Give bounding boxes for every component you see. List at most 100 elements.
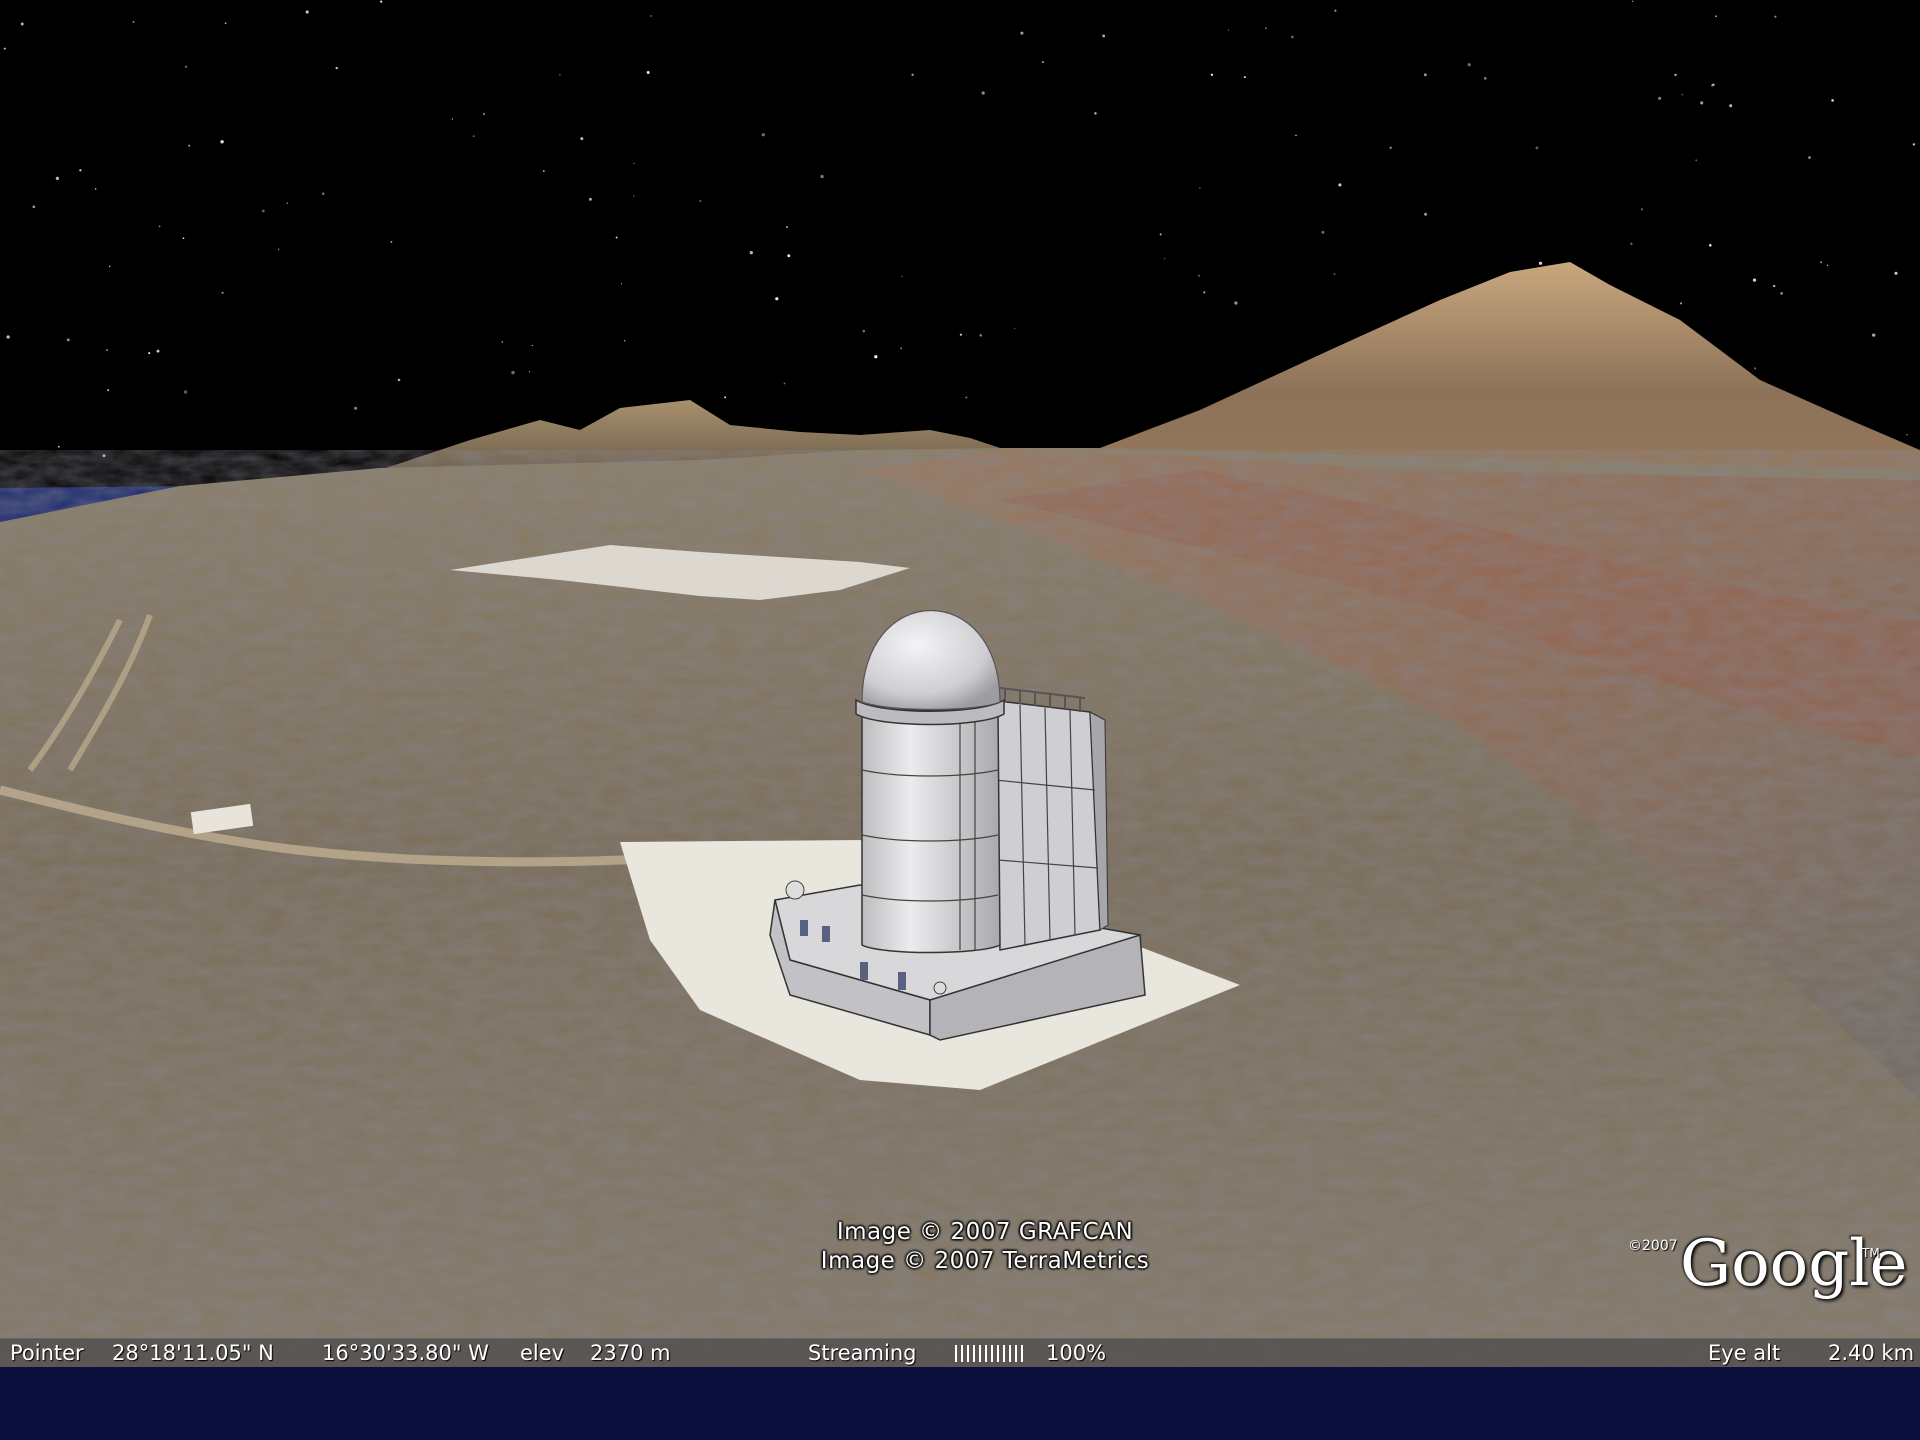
star [1709,244,1712,247]
base-window [822,926,830,942]
star [1483,77,1487,80]
star [220,140,224,144]
star [501,341,503,343]
road-switchback [27,613,153,772]
earth-3d-viewport[interactable]: Image © 2007 GRAFCAN Image © 2007 TerraM… [0,0,1920,1367]
star [1681,94,1684,96]
star [95,188,97,190]
antenna-dish [933,981,947,995]
star [55,176,60,181]
star [1389,146,1392,149]
star [646,71,650,74]
star [1826,264,1829,267]
observatory-cylinder [861,709,1001,954]
star [482,113,485,115]
star [900,347,903,350]
star [182,237,185,240]
star [397,378,401,382]
tower-railing [999,687,1086,712]
star [1338,183,1342,187]
star [1295,134,1297,137]
star [862,329,866,333]
star [633,162,635,165]
star [580,137,584,141]
star [1831,99,1834,102]
star [1773,284,1776,288]
star [1321,230,1325,234]
star [1291,35,1294,39]
pointer-longitude: 16°30'33.80" W [322,1341,489,1365]
tower-lines [994,704,1099,946]
small-building [190,803,254,835]
star [528,370,531,373]
star [1265,27,1267,29]
star [1333,273,1336,275]
star [1334,9,1337,12]
star [531,344,533,347]
cylinder-bands [861,712,999,950]
streaming-label: Streaming [808,1341,917,1365]
base-window [860,962,868,980]
side-tower [989,699,1101,951]
dome-ring [855,698,1005,726]
star [588,197,592,201]
star [981,91,985,95]
star [1538,261,1543,265]
star [1210,73,1214,76]
side-tower-face [1089,711,1109,931]
logo-wordmark: Google [1680,1227,1908,1301]
star [261,209,265,213]
star [354,406,358,410]
star [3,47,6,50]
star [874,355,878,359]
star [979,333,983,337]
logo-copyright: ©2007 [1628,1238,1678,1254]
star [1808,156,1811,159]
star [390,240,393,243]
star [1243,76,1246,79]
white-patch-upper [450,545,910,600]
star [1424,212,1428,216]
star [107,389,110,392]
star [559,74,561,76]
star [724,396,727,399]
terrain-scene[interactable] [0,0,1920,1367]
bottom-band [0,1367,1920,1440]
star [451,118,454,120]
star [1631,0,1634,2]
elevation-value: 2370 m [590,1341,671,1365]
star [1674,73,1677,77]
star [1715,15,1717,18]
eye-alt-label: Eye alt [1708,1341,1781,1365]
star [1752,278,1757,282]
star [1467,63,1471,67]
star [1695,159,1698,162]
star [1203,291,1206,294]
star [775,297,779,301]
star [1657,96,1662,100]
star [20,22,24,26]
star [1535,146,1539,150]
star [650,15,653,17]
star [1159,233,1162,236]
star [286,202,289,205]
star [1712,83,1715,86]
star [1780,291,1784,295]
star [820,174,824,179]
star [32,205,36,209]
star [1102,34,1106,38]
star [277,248,280,250]
star [188,144,191,147]
star [183,390,188,394]
pointer-latitude: 28°18'11.05" N [112,1341,274,1365]
star [1013,327,1016,330]
star [959,333,963,336]
star [965,396,968,399]
star [1163,258,1166,260]
star [1630,242,1633,245]
streaming-progress-bar [955,1345,1025,1362]
star [1774,15,1777,18]
star [132,20,135,23]
star [1423,73,1427,77]
star [761,133,765,137]
